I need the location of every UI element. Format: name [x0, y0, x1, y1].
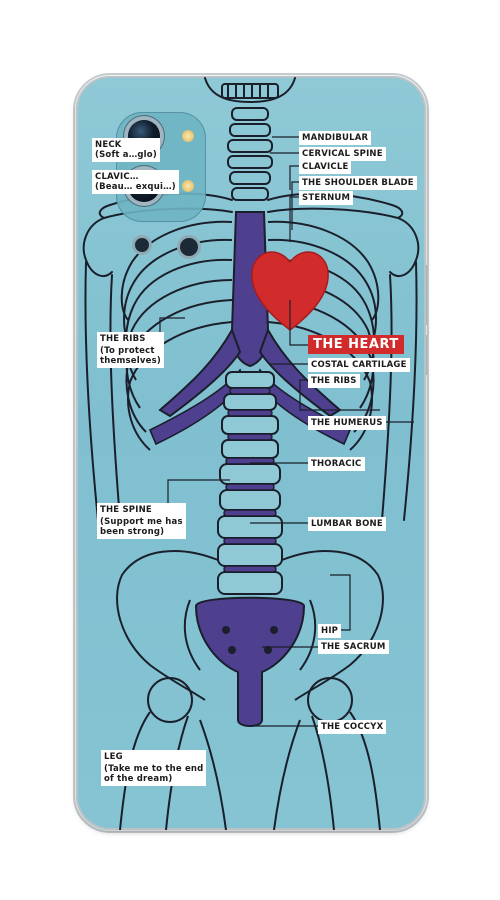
label-clavicle-left: CLAVIC… (Beau… exqui…)	[92, 170, 179, 194]
label-mandibular: MANDIBULAR	[299, 131, 372, 145]
phone-frame	[73, 73, 429, 833]
teeth	[221, 83, 279, 99]
depth-lens	[180, 238, 198, 256]
label-the-ribs-left: THE RIBS (To protect themselves)	[97, 332, 164, 368]
label-the-humerus: THE HUMERUS	[308, 416, 386, 430]
volume-button	[424, 265, 428, 325]
left-humerus	[84, 261, 121, 521]
power-button	[424, 335, 428, 375]
right-humerus	[381, 261, 418, 521]
label-the-sacrum: THE SACRUM	[318, 640, 389, 654]
label-neck: NECK (Soft a…glo)	[92, 138, 160, 162]
leader-lines	[159, 136, 414, 727]
label-costal-cartilage: COSTAL CARTILAGE	[308, 358, 410, 372]
label-shoulder-blade: THE SHOULDER BLADE	[299, 176, 417, 190]
spine	[217, 371, 283, 595]
label-hip: HIP	[318, 624, 342, 638]
macro-lens	[135, 238, 149, 252]
flash-icon	[182, 130, 194, 142]
jaw-outline	[204, 77, 296, 103]
right-shoulder	[389, 217, 420, 277]
pelvis	[116, 550, 384, 701]
cervical-spine	[227, 107, 273, 201]
sensor-icon	[182, 180, 194, 192]
label-cervical-spine: CERVICAL SPINE	[299, 147, 386, 161]
label-thoracic: THORACIC	[308, 457, 365, 471]
label-sternum: STERNUM	[299, 191, 354, 205]
heart-shape	[251, 251, 329, 331]
left-shoulder	[82, 217, 113, 277]
label-the-spine: THE SPINE (Support me has been strong)	[97, 503, 186, 539]
sacrum-shape	[194, 596, 306, 727]
label-the-coccyx: THE COCCYX	[318, 720, 387, 734]
camera-module	[116, 112, 206, 222]
label-the-heart: THE HEART	[308, 335, 404, 354]
label-clavicle: CLAVICLE	[299, 160, 352, 174]
label-the-ribs-right: THE RIBS	[308, 374, 360, 388]
label-leg: LEG (Take me to the end of the dream)	[101, 750, 207, 786]
costal-cartilage-right	[258, 327, 342, 418]
label-lumbar-bone: LUMBAR BONE	[308, 517, 386, 531]
costal-cartilage-left	[158, 327, 242, 418]
